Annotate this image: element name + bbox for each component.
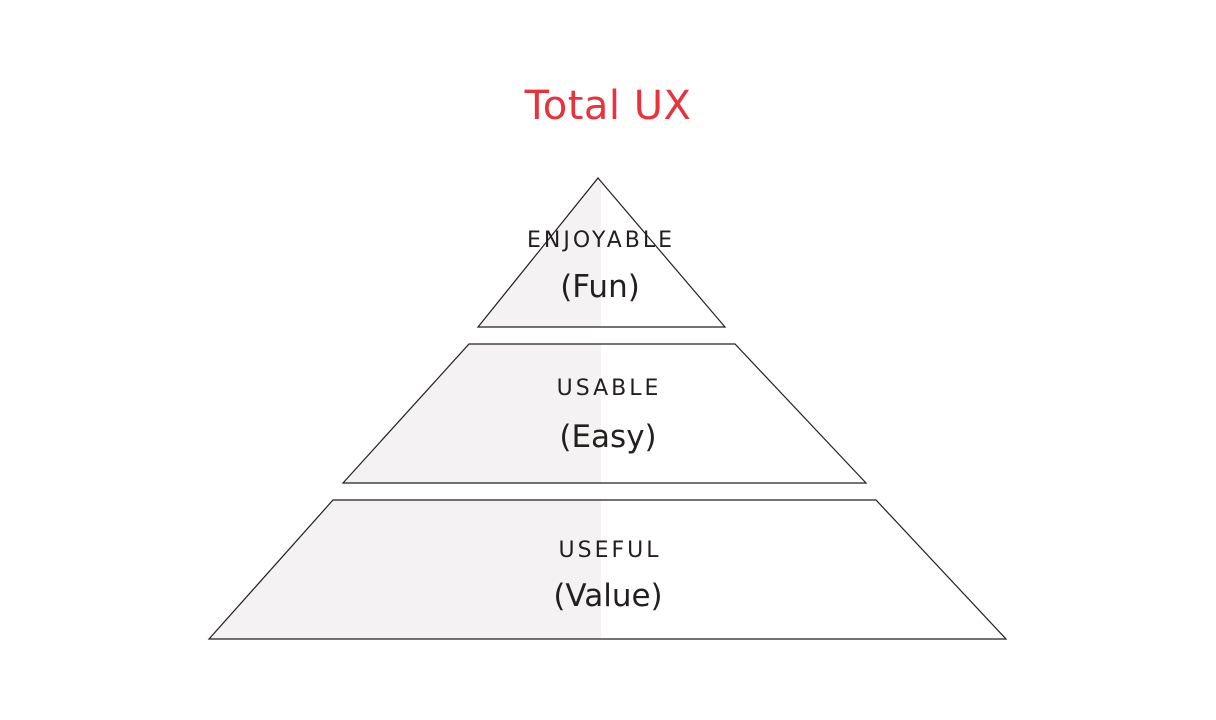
diagram-title: Total UX <box>524 83 692 129</box>
tier-label-enjoyable: ENJOYABLE <box>527 228 675 253</box>
tier-sublabel-useful: (Value) <box>553 578 662 614</box>
pyramid-tier-usable: USABLE (Easy) <box>341 343 868 484</box>
tier-shape-enjoyable <box>476 177 727 328</box>
tier-sublabel-usable: (Easy) <box>559 419 656 455</box>
pyramid-tier-useful: USEFUL (Value) <box>207 499 1008 640</box>
pyramid-tier-enjoyable: ENJOYABLE (Fun) <box>476 177 727 328</box>
tier-sublabel-enjoyable: (Fun) <box>560 269 640 305</box>
tier-label-usable: USABLE <box>557 376 662 401</box>
tier-shape-usable <box>341 343 868 484</box>
tier-shape-useful <box>207 499 1008 640</box>
tier-label-useful: USEFUL <box>559 538 662 563</box>
